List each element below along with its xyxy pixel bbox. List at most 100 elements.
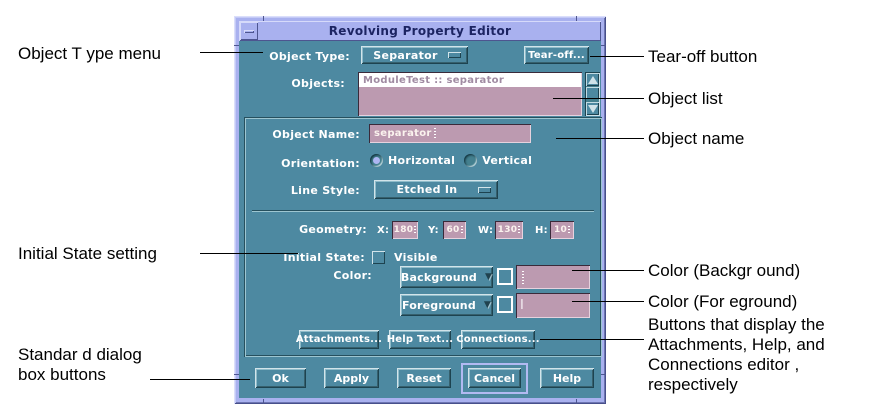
attachments-label: Attachments...	[295, 334, 383, 345]
object-name-field[interactable]: separator	[369, 124, 531, 143]
callout-line	[572, 270, 644, 271]
dropdown-arrow-icon: ▼	[483, 300, 492, 310]
reset-button[interactable]: Reset	[397, 368, 451, 388]
callout-line	[150, 379, 250, 380]
section-divider	[252, 210, 594, 212]
help-label: Help	[552, 371, 582, 385]
geometry-y-value: 60	[446, 225, 460, 235]
properties-panel: Object Name: separator Orientation: Hori…	[244, 117, 602, 357]
objects-list-scrollbar[interactable]	[585, 72, 600, 116]
callout-line	[590, 56, 644, 57]
scrollbar-down-arrow[interactable]	[586, 102, 599, 115]
background-color-menu[interactable]: Background ▼	[400, 266, 493, 288]
callout-line	[200, 253, 298, 254]
geometry-h-field[interactable]: 10	[550, 221, 574, 239]
object-type-value: Separator	[373, 48, 438, 62]
window-titlebar[interactable]: Revolving Property Editor	[239, 21, 601, 41]
radio-horizontal-label: Horizontal	[388, 154, 456, 167]
line-style-label: Line Style:	[290, 184, 360, 197]
callout-object-name: Object name	[648, 129, 745, 148]
tear-off-label: Tear-off...	[528, 49, 585, 61]
scrollbar-thumb[interactable]	[586, 87, 599, 99]
window-title: Revolving Property Editor	[328, 24, 512, 38]
radio-vertical[interactable]: Vertical	[464, 154, 532, 167]
callout-color-background: Color (Backgr ound)	[648, 261, 801, 280]
geometry-w-label: W:	[478, 225, 494, 236]
apply-button[interactable]: Apply	[324, 368, 379, 388]
geometry-h-label: H:	[535, 225, 548, 236]
frame-notch	[576, 16, 577, 21]
dropdown-arrow-icon: ▼	[484, 272, 493, 282]
window-menu-button[interactable]	[240, 22, 258, 40]
initial-state-label: Initial State:	[283, 251, 365, 264]
connections-button[interactable]: Connections...	[456, 330, 540, 349]
attachments-button[interactable]: Attachments...	[295, 330, 383, 349]
objects-list[interactable]: ModuleTest :: separator	[358, 72, 582, 116]
callout-line	[572, 301, 644, 302]
callout-line	[540, 339, 644, 340]
object-type-label: Object Type:	[269, 50, 350, 63]
window-menu-dash-icon	[244, 30, 254, 33]
foreground-color-menu[interactable]: Foreground ▼	[400, 294, 493, 316]
default-button-ring: Cancel	[461, 363, 528, 394]
geometry-w-value: 130	[497, 225, 518, 235]
ok-label: Ok	[272, 371, 289, 385]
line-style-option-menu[interactable]: Etched In	[374, 180, 498, 199]
foreground-color-field[interactable]: I	[516, 293, 590, 318]
property-editor-window: Revolving Property Editor Object Type: S…	[234, 16, 606, 404]
frame-notch	[234, 374, 239, 375]
visible-checkbox[interactable]	[372, 251, 385, 264]
orientation-label: Orientation:	[281, 157, 360, 170]
callout-object-type-menu: Object T ype menu	[18, 44, 162, 63]
ok-button[interactable]: Ok	[255, 368, 306, 388]
text-cursor: I	[520, 298, 524, 313]
text-cursor	[414, 225, 417, 235]
background-color-field[interactable]	[516, 265, 590, 289]
geometry-y-field[interactable]: 60	[443, 221, 466, 239]
cancel-button[interactable]: Cancel	[468, 368, 521, 388]
objects-list-selected-row[interactable]: ModuleTest :: separator	[359, 73, 581, 87]
objects-label: Objects:	[291, 77, 345, 90]
frame-notch	[263, 16, 264, 21]
help-text-button[interactable]: Help Text...	[386, 330, 454, 349]
background-color-swatch	[497, 268, 513, 285]
scrollbar-up-arrow[interactable]	[586, 73, 599, 86]
geometry-y-label: Y:	[428, 225, 439, 236]
geometry-w-field[interactable]: 130	[495, 221, 523, 239]
text-cursor	[518, 225, 521, 235]
geometry-h-value: 10	[553, 225, 568, 235]
radio-vertical-label: Vertical	[482, 154, 533, 167]
object-name-label: Object Name:	[272, 128, 360, 141]
foreground-color-swatch	[497, 296, 513, 313]
callout-line	[556, 138, 644, 139]
option-menu-indicator-icon	[478, 186, 491, 193]
frame-notch	[601, 45, 606, 46]
objects-list-item: ModuleTest :: separator	[363, 74, 505, 86]
color-label: Color:	[333, 269, 372, 282]
line-style-value: Etched In	[396, 183, 458, 196]
option-menu-indicator-icon	[448, 52, 461, 58]
geometry-x-value: 180	[393, 225, 414, 235]
frame-notch	[601, 374, 606, 375]
help-button[interactable]: Help	[540, 368, 594, 388]
object-type-option-menu[interactable]: Separator	[361, 46, 468, 64]
geometry-x-label: X:	[377, 225, 390, 236]
text-cursor	[522, 270, 524, 284]
object-name-value: separator	[374, 128, 432, 139]
connections-label: Connections...	[456, 334, 540, 345]
dialog-body: Object Type: Separator Tear-off... Objec…	[239, 41, 601, 398]
text-cursor	[568, 225, 571, 235]
callout-tear-off-button: Tear-off button	[648, 47, 758, 66]
radio-unselected-icon	[464, 154, 478, 167]
help-text-label: Help Text...	[386, 334, 454, 345]
callout-line	[200, 52, 263, 53]
tear-off-button[interactable]: Tear-off...	[524, 46, 589, 64]
frame-notch	[263, 399, 264, 404]
callout-object-list: Object list	[648, 89, 723, 108]
geometry-label: Geometry:	[299, 223, 367, 236]
geometry-x-field[interactable]: 180	[392, 221, 418, 239]
callout-initial-state-setting: Initial State setting	[18, 244, 157, 263]
background-menu-label: Background	[400, 270, 477, 284]
radio-horizontal[interactable]: Horizontal	[370, 154, 455, 167]
